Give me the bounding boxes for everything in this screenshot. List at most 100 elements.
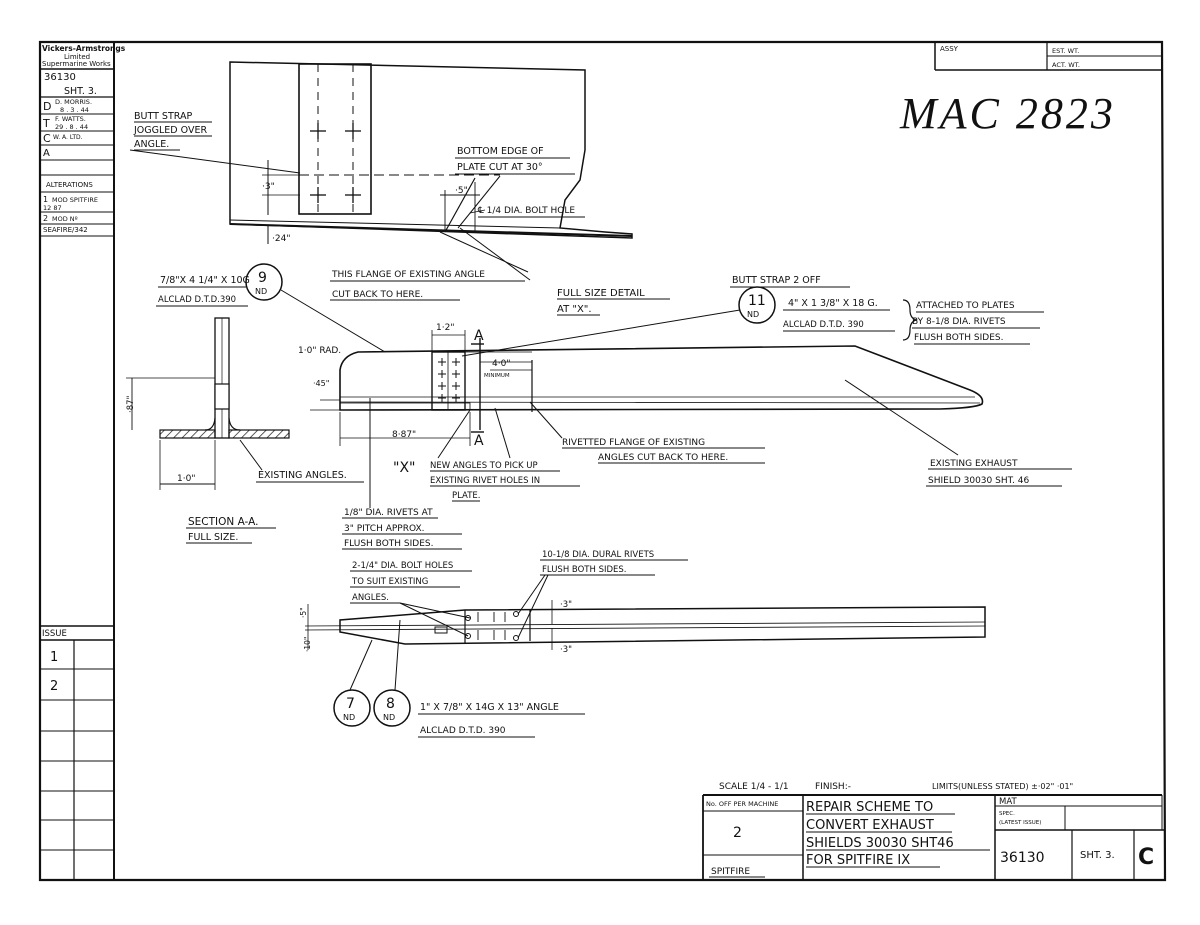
new-angles-line-3: PLATE. bbox=[452, 491, 480, 501]
est-wt-label: EST. WT. bbox=[1052, 47, 1079, 55]
butt-strap-label-3: ANGLE. bbox=[134, 139, 169, 150]
callout-7-num: 7 bbox=[346, 696, 355, 712]
row-a-letter: A bbox=[43, 148, 50, 159]
angle-spec-line-2: ALCLAD D.T.D. 390 bbox=[420, 726, 506, 736]
minimum-label: MINIMUM bbox=[484, 373, 510, 379]
rivetted-line-1: RIVETTED FLANGE OF EXISTING bbox=[562, 438, 705, 448]
issue-1: 1 bbox=[50, 650, 58, 665]
scale-label: SCALE 1/4 - 1/1 bbox=[719, 782, 789, 792]
mac-number: MAC 2823 bbox=[899, 89, 1116, 138]
callout-8: 8 ND bbox=[373, 689, 411, 727]
title-drawing-no: 36130 bbox=[1000, 850, 1045, 866]
rivets-18-line-1: 1/8" DIA. RIVETS AT bbox=[344, 508, 433, 518]
dim-887: 8·87" bbox=[392, 430, 416, 440]
title-block bbox=[702, 794, 1165, 880]
angle-spec-line-1: 1" X 7/8" X 14G X 13" ANGLE bbox=[420, 702, 559, 713]
assy-label: ASSY bbox=[940, 45, 959, 53]
spec-label-2: (LATEST ISSUE) bbox=[999, 820, 1041, 826]
dim-40: 4·0" bbox=[492, 359, 510, 369]
callout-11: 11 ND bbox=[461, 286, 776, 357]
attached-line-1: ATTACHED TO PLATES bbox=[916, 301, 1015, 311]
act-wt-label: ACT. WT. bbox=[1052, 61, 1080, 69]
dim-12: 1·2" bbox=[436, 323, 454, 333]
existing-exhaust-line-1: EXISTING EXHAUST bbox=[930, 459, 1018, 469]
material-11-line-1: 4" X 1 3/8" X 18 G. bbox=[788, 298, 878, 309]
dural-line-2: FLUSH BOTH SIDES. bbox=[542, 565, 627, 575]
callout-8-suffix: ND bbox=[383, 713, 395, 722]
middle-view bbox=[310, 330, 984, 508]
dim-05-lower: ·5" bbox=[299, 607, 308, 618]
section-aa bbox=[126, 317, 290, 490]
weights-box bbox=[934, 42, 1162, 71]
row-t-text-2: 29 . 8 . 44 bbox=[55, 123, 88, 131]
company-line-3: Supermarine Works bbox=[42, 60, 111, 68]
callout-7-suffix: ND bbox=[343, 713, 355, 722]
butt-strap-label-2: JOGGLED OVER bbox=[133, 125, 207, 136]
row-d-text-2: 8 . 3 . 44 bbox=[60, 106, 89, 114]
section-aa-title: SECTION A-A. bbox=[188, 516, 258, 528]
full-size-label-2: AT "X". bbox=[557, 304, 592, 315]
dim-10-section: 1·0" bbox=[177, 474, 195, 484]
material-11-line-2: ALCLAD D.T.D. 390 bbox=[783, 320, 864, 330]
rad-label: 1·0" RAD. bbox=[298, 346, 341, 356]
rivets-18-line-2: 3" PITCH APPROX. bbox=[344, 524, 425, 534]
butt-strap-2off: BUTT STRAP 2 OFF bbox=[732, 275, 821, 286]
company-line-2: Limited bbox=[64, 53, 90, 61]
dim-05-top: ·5" bbox=[455, 186, 468, 196]
dim-087: ·87" bbox=[126, 395, 136, 413]
dim-10-lower: ·10" bbox=[303, 637, 312, 652]
sheet-border bbox=[38, 40, 1167, 882]
rivets-18-line-3: FLUSH BOTH SIDES. bbox=[344, 539, 433, 549]
material-9-line-2: ALCLAD D.T.D.390 bbox=[158, 295, 236, 305]
mat-label: MAT bbox=[999, 797, 1017, 807]
dim-03-top: ·3" bbox=[262, 182, 275, 192]
title-line-4: FOR SPITFIRE IX bbox=[806, 853, 910, 868]
dural-line-1: 10-1/8 DIA. DURAL RIVETS bbox=[542, 550, 654, 560]
flange-label-1: THIS FLANGE OF EXISTING ANGLE bbox=[331, 270, 485, 280]
company-line-1: Vickers-Armstrongs bbox=[42, 44, 126, 53]
flange-label-2: CUT BACK TO HERE. bbox=[332, 290, 423, 300]
row-t-letter: T bbox=[42, 117, 50, 130]
alterations-label: ALTERATIONS bbox=[46, 181, 93, 189]
sidebar-sheet: SHT. 3. bbox=[64, 86, 97, 97]
bolt-holes-line-3: ANGLES. bbox=[352, 593, 389, 603]
row-c-letter: C bbox=[43, 132, 51, 145]
row-t-text-1: F. WATTS. bbox=[55, 115, 86, 123]
bottom-edge-label-1: BOTTOM EDGE OF bbox=[457, 146, 544, 157]
existing-exhaust-line-2: SHIELD 30030 SHT. 46 bbox=[928, 476, 1029, 486]
row-d-text-1: D. MORRIS. bbox=[55, 98, 92, 106]
callout-11-num: 11 bbox=[748, 293, 766, 309]
attached-line-2: BY 8-1/8 DIA. RIVETS bbox=[912, 317, 1006, 327]
full-size-label-1: FULL SIZE DETAIL bbox=[557, 288, 645, 299]
lower-view bbox=[304, 574, 986, 691]
callout-9: 9 ND bbox=[245, 263, 386, 353]
bottom-edge-label-2: PLATE CUT AT 30° bbox=[457, 162, 543, 173]
no-off-value: 2 bbox=[733, 825, 742, 841]
no-off-label: No. OFF PER MACHINE bbox=[706, 800, 778, 808]
butt-strap-label-1: BUTT STRAP bbox=[134, 111, 192, 122]
title-line-1: REPAIR SCHEME TO bbox=[806, 800, 933, 815]
section-mark-a-top: A bbox=[474, 328, 484, 344]
section-aa-subtitle: FULL SIZE. bbox=[188, 532, 238, 543]
new-angles-line-2: EXISTING RIVET HOLES IN bbox=[430, 476, 540, 486]
alteration-1-text-2: 12 87 bbox=[43, 204, 62, 212]
finish-label: FINISH:- bbox=[815, 782, 851, 792]
title-line-3: SHIELDS 30030 SHT46 bbox=[806, 836, 954, 851]
dim-024-top: ·24" bbox=[272, 234, 290, 244]
title-issue-letter: C bbox=[1138, 845, 1154, 870]
callout-8-num: 8 bbox=[386, 696, 395, 712]
material-9-line-1: 7/8"X 4 1/4" X 10G bbox=[160, 275, 250, 286]
sidebar: Vickers-Armstrongs Limited Supermarine W… bbox=[40, 44, 126, 880]
top-detail-view bbox=[129, 61, 633, 281]
callout-11-suffix: ND bbox=[747, 310, 759, 319]
new-angles-line-1: NEW ANGLES TO PICK UP bbox=[430, 461, 538, 471]
issue-2: 2 bbox=[50, 679, 58, 694]
section-mark-a-bottom: A bbox=[474, 433, 484, 449]
row-c-text-1: W. A. LTD. bbox=[53, 134, 83, 141]
sidebar-drawing-no: 36130 bbox=[44, 72, 76, 83]
limits-label: LIMITS(UNLESS STATED) ±·02" ·01" bbox=[932, 782, 1073, 791]
callout-9-suffix: ND bbox=[255, 287, 267, 296]
attached-line-3: FLUSH BOTH SIDES. bbox=[914, 333, 1003, 343]
existing-angles-label: EXISTING ANGLES. bbox=[258, 470, 347, 481]
spec-label-1: SPEC. bbox=[999, 811, 1015, 817]
